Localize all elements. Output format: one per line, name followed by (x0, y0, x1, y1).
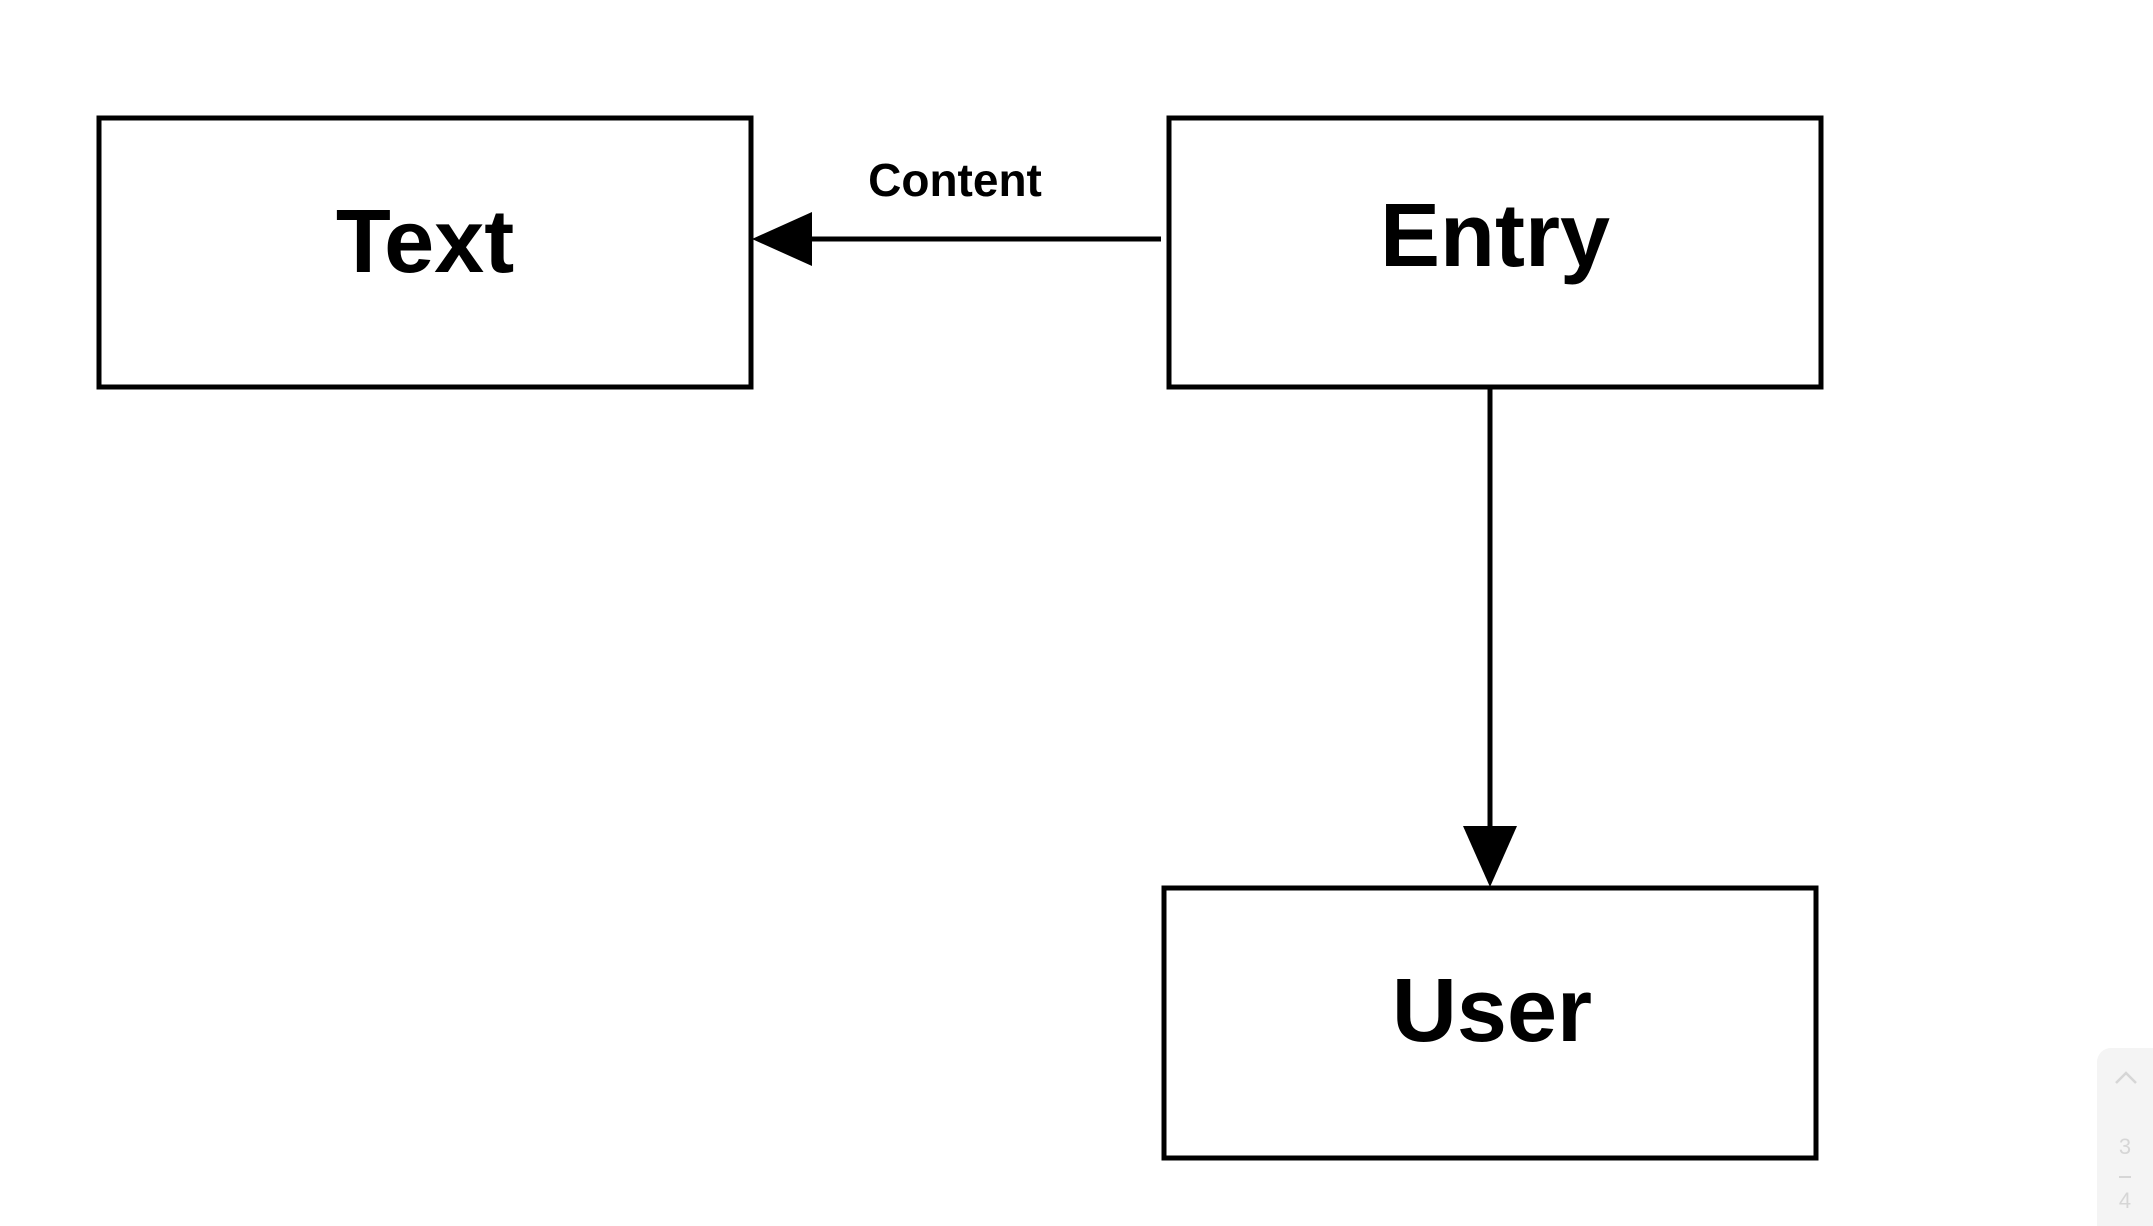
edge-entry-to-user[interactable] (1463, 389, 1517, 887)
arrowhead-down-icon (1463, 826, 1517, 887)
node-text-label: Text (336, 192, 514, 292)
arrowhead-left-icon (752, 212, 812, 266)
page-current-number: 3 (2118, 1134, 2132, 1159)
node-entry-box (1166, 115, 1824, 390)
page-indicator: 3 4 (2097, 1048, 2153, 1226)
page-total-number: 4 (2118, 1188, 2132, 1213)
node-text[interactable]: Text (96, 115, 754, 390)
node-text-box (96, 115, 754, 390)
node-user-box (1161, 885, 1819, 1161)
node-user-label: User (1392, 961, 1592, 1061)
node-entry[interactable]: Entry (1166, 115, 1824, 390)
page-separator (2119, 1176, 2131, 1178)
chevron-up-icon[interactable] (2113, 1068, 2139, 1088)
edge-entry-to-text-label: Content (868, 154, 1042, 206)
edge-entry-to-text[interactable]: Content (752, 154, 1161, 266)
node-entry-label: Entry (1380, 186, 1610, 286)
node-user[interactable]: User (1161, 885, 1819, 1161)
